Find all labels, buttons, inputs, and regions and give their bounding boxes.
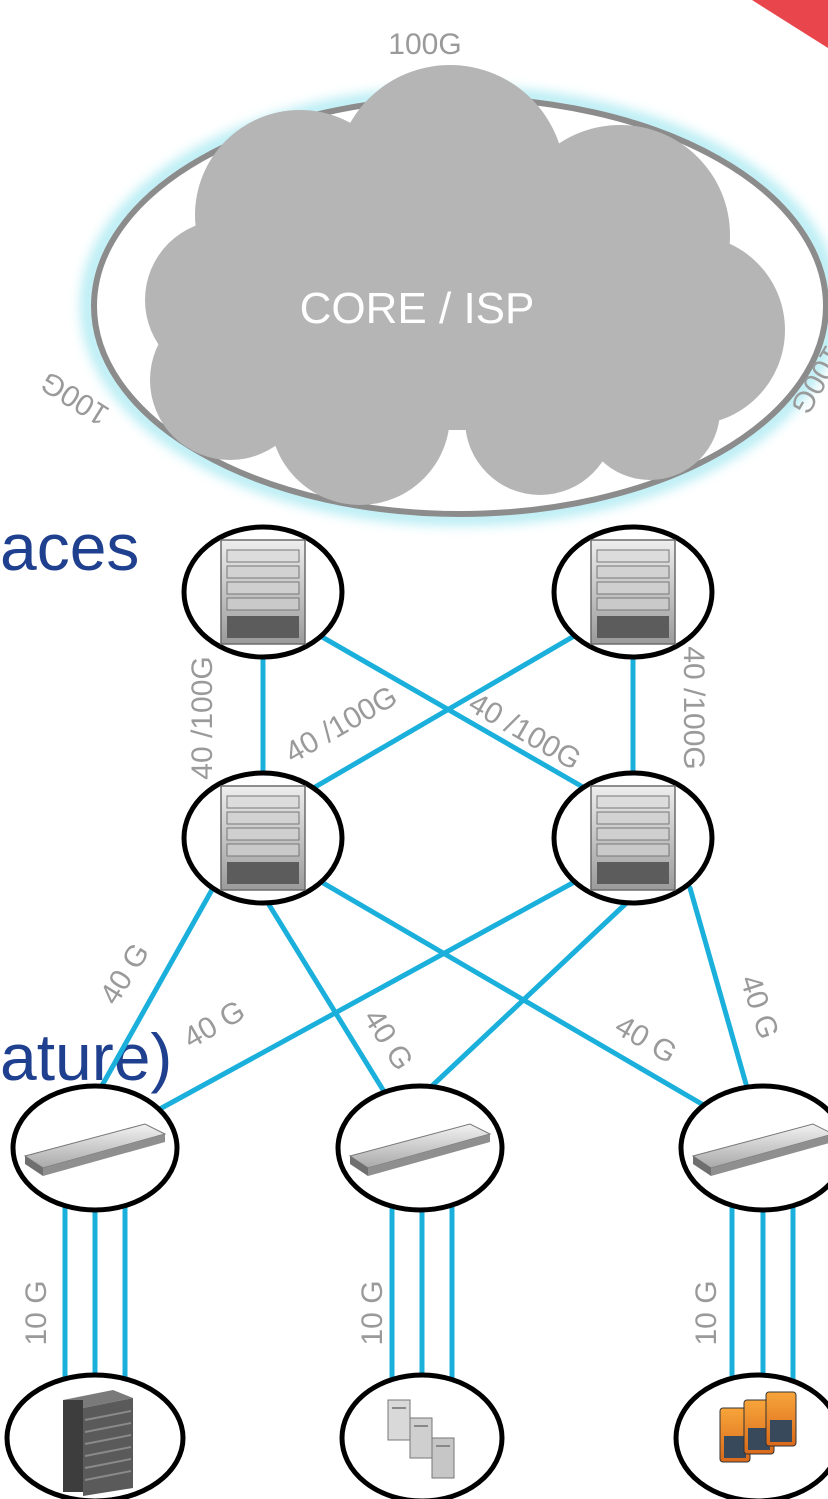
background-heading-lower: ature)	[0, 1020, 172, 1094]
chassis-router-icon	[590, 539, 676, 645]
label-access-mid: 10 G	[356, 1280, 389, 1345]
core-isp-cloud: CORE / ISP	[81, 65, 828, 525]
link-agg-2-access-3	[687, 885, 753, 1101]
chassis-router-icon	[220, 785, 306, 891]
label-agg-right-a: 40 G	[609, 1009, 682, 1070]
chassis-router-icon	[220, 539, 306, 645]
cloud-icon	[145, 65, 785, 505]
label-agg-left-a: 40 G	[94, 938, 156, 1011]
core-link-top-label: 100G	[388, 28, 461, 61]
access-switch-right[interactable]	[678, 1083, 828, 1213]
label-agg-right-b: 40 G	[733, 971, 784, 1043]
links	[62, 622, 796, 1383]
aggregation-node-left[interactable]	[181, 770, 345, 906]
endpoint-servers[interactable]	[339, 1372, 505, 1499]
label-spine-cross-right: 40 /100G	[463, 687, 586, 777]
endpoint-server-rack[interactable]	[4, 1372, 186, 1499]
ethernet-switch-icon	[691, 1123, 828, 1176]
label-agg-left-b: 40 G	[178, 994, 251, 1055]
access-switch-middle[interactable]	[335, 1083, 505, 1213]
chassis-router-icon	[590, 785, 676, 891]
label-spine-right-vertical: 40 /100G	[677, 646, 710, 769]
label-spine-cross-left: 40 /100G	[280, 680, 403, 770]
spine-node-right[interactable]	[551, 524, 715, 660]
ethernet-switch-icon	[23, 1123, 167, 1176]
ethernet-switch-icon	[348, 1123, 492, 1176]
background-heading-upper: aces	[0, 510, 139, 584]
label-spine-left-vertical: 40 /100G	[186, 656, 219, 779]
label-access-left: 10 G	[20, 1280, 53, 1345]
tower-servers-icon	[387, 1399, 455, 1479]
core-label: CORE / ISP	[300, 284, 535, 333]
link-agg-1-access-2	[260, 892, 391, 1101]
virtual-machines-icon	[719, 1391, 797, 1463]
corner-accent	[752, 0, 828, 48]
link-agg-2-access-2	[414, 892, 638, 1103]
link-agg-1-access-3	[315, 877, 715, 1113]
link-spine-cross-b	[307, 622, 596, 793]
access-switch-left[interactable]	[10, 1083, 180, 1213]
label-access-right: 10 G	[690, 1280, 723, 1345]
endpoint-virtual-machines[interactable]	[673, 1372, 828, 1499]
spine-node-left[interactable]	[181, 524, 345, 660]
link-agg-2-access-1	[155, 877, 581, 1113]
server-rack-icon	[63, 1390, 133, 1496]
aggregation-node-right[interactable]	[551, 770, 715, 906]
link-agg-1-access-1	[92, 885, 216, 1101]
